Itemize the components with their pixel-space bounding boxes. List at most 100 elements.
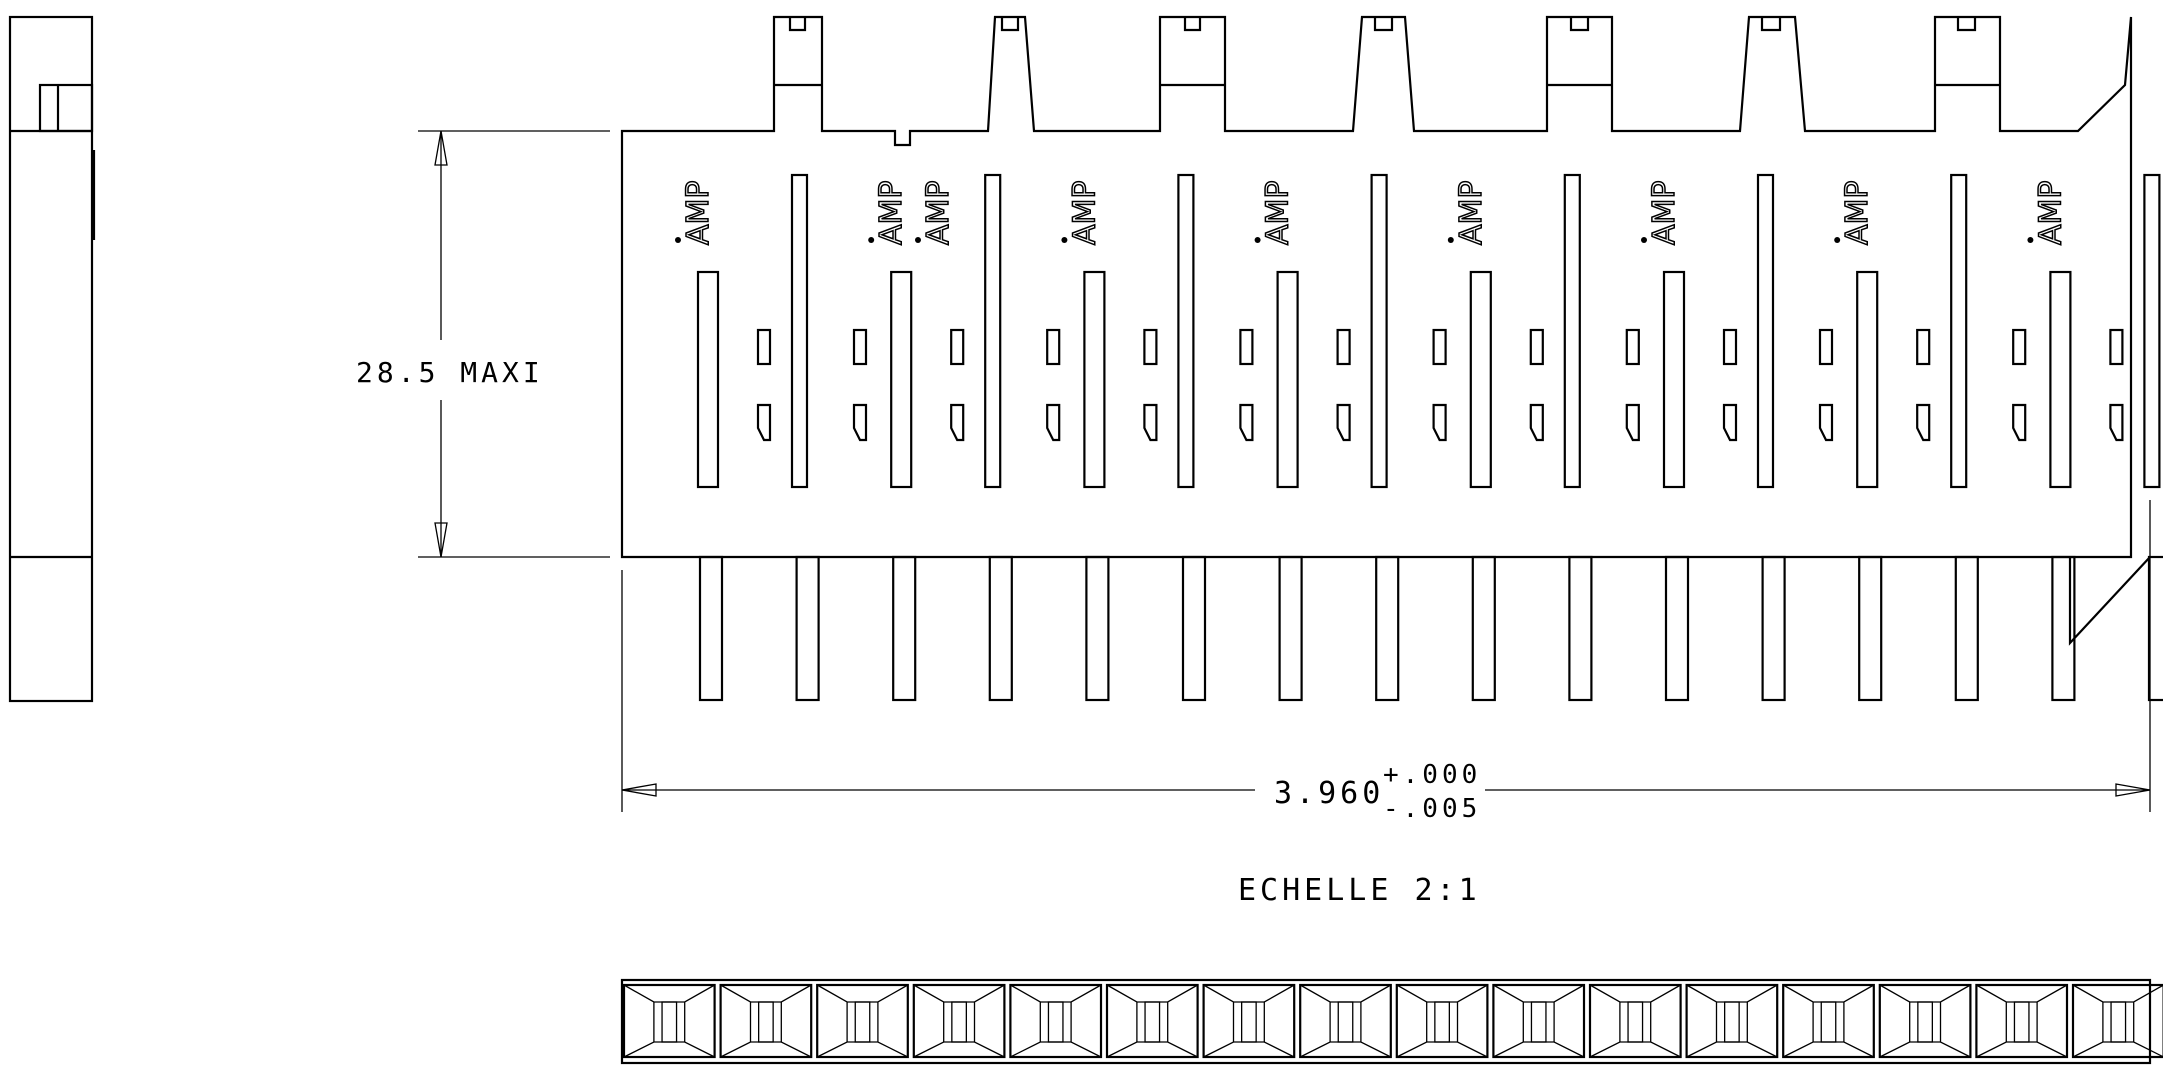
- end-view: [620, 978, 2163, 1065]
- end-cell-window: [1917, 1001, 1933, 1043]
- fin: [1085, 555, 1110, 702]
- fin-chamfer: [2068, 556, 2151, 646]
- contact-window-lower: [756, 403, 772, 442]
- end-cell-chamfer: [1686, 984, 1778, 1058]
- end-cell-chamfer: [1106, 984, 1198, 1058]
- contact-window: [1916, 328, 1931, 366]
- amp-logo: AMP: [915, 180, 957, 246]
- amp-logo-dot: [2027, 237, 2034, 243]
- contact-window: [1722, 328, 1738, 366]
- end-cell-window: [1144, 1001, 1161, 1043]
- short-slot: [1083, 270, 1106, 489]
- fin: [1278, 555, 1303, 702]
- contact-window: [852, 328, 868, 366]
- amp-logo-text: AMP: [1454, 181, 1489, 246]
- end-view-outline: [620, 978, 2152, 1065]
- end-cell: [912, 983, 1006, 1059]
- contact-window: [1046, 328, 1061, 366]
- end-cell-window: [2013, 1001, 2030, 1043]
- contact-window-lower: [1722, 403, 1738, 442]
- arrow-right-icon: [2115, 783, 2151, 797]
- short-slot: [1469, 270, 1492, 489]
- fin: [1858, 555, 1883, 702]
- end-cell: [1782, 983, 1875, 1059]
- arrow-up-icon: [434, 130, 448, 166]
- contact-window-lower: [1336, 403, 1351, 442]
- contact-window-lower: [1239, 403, 1254, 442]
- front-view-slots: [696, 173, 2161, 489]
- end-cell: [1685, 983, 1779, 1059]
- contact-window-lower: [2012, 403, 2027, 442]
- amp-logo-text: AMP: [874, 181, 909, 246]
- front-view: AMP AMP AMP AMP AMP AMP AMP AMP AMP: [620, 15, 2163, 702]
- amp-logo-dot: [1641, 237, 1647, 243]
- side-view-latch: [38, 83, 94, 133]
- contact-window-lower: [1143, 403, 1158, 442]
- end-cell-chamfer: [623, 984, 715, 1058]
- amp-logo: AMP: [1254, 180, 1296, 246]
- front-view-body-outline: [620, 15, 2133, 559]
- fin: [2051, 555, 2076, 702]
- fin: [892, 555, 917, 702]
- end-view-cells: [622, 983, 2163, 1059]
- end-cell-window: [1434, 1001, 1450, 1043]
- tab-notch: [1000, 17, 1020, 32]
- end-cell: [2071, 983, 2163, 1059]
- tab-notch: [788, 17, 807, 32]
- contact-window: [1143, 328, 1158, 366]
- tab-notch: [1956, 17, 1977, 32]
- end-cell-chamfer: [1396, 984, 1488, 1058]
- amp-logo-text: AMP: [1840, 181, 1875, 246]
- end-cell-window: [758, 1001, 774, 1043]
- end-cell-window: [854, 1001, 871, 1043]
- amp-logo-text: AMP: [921, 181, 956, 246]
- amp-logo: AMP: [2027, 180, 2069, 246]
- long-slot: [984, 173, 1002, 489]
- scale-label: ECHELLE 2:1: [1238, 873, 1481, 908]
- tab-notch: [1183, 17, 1202, 32]
- end-cell-window: [661, 1001, 678, 1043]
- contact-window-lower: [950, 403, 965, 442]
- amp-logo-dot: [1061, 237, 1068, 243]
- end-cell-chamfer: [1589, 984, 1681, 1058]
- end-cell: [816, 983, 909, 1059]
- end-cell: [1588, 983, 1682, 1059]
- end-cell-window: [1337, 1001, 1354, 1043]
- front-view-contact-windows: [756, 328, 2124, 442]
- end-cell-window: [2110, 1001, 2127, 1043]
- fin: [1761, 555, 1786, 702]
- fin: [1568, 555, 1593, 702]
- fin: [1375, 555, 1400, 702]
- amp-logo: AMP: [868, 180, 910, 246]
- end-cell-window: [951, 1001, 967, 1043]
- end-cell-chamfer: [1010, 984, 1102, 1058]
- end-cell-window: [1047, 1001, 1064, 1043]
- contact-window-lower: [1529, 403, 1544, 442]
- contact-window: [756, 328, 772, 366]
- amp-logo-dot: [1447, 237, 1454, 243]
- end-cell-window: [1627, 1001, 1644, 1043]
- amp-logo: AMP: [1447, 180, 1490, 246]
- contact-window-lower: [1916, 403, 1931, 442]
- end-cell-window: [1530, 1001, 1547, 1043]
- contact-window-lower: [1432, 403, 1447, 442]
- contact-window-lower: [852, 403, 868, 442]
- contact-window-lower: [1625, 403, 1640, 442]
- end-cell-chamfer: [1879, 984, 1971, 1058]
- amp-logo-text: AMP: [681, 181, 716, 246]
- end-cell: [1878, 983, 1972, 1059]
- amp-logo: AMP: [1061, 180, 1103, 246]
- end-cell-chamfer: [1299, 984, 1392, 1058]
- contact-window: [1336, 328, 1351, 366]
- long-slot: [1756, 173, 1775, 489]
- end-cell: [1975, 983, 2069, 1059]
- contact-window: [1239, 328, 1254, 366]
- amp-logo-text: AMP: [1647, 181, 1682, 246]
- end-cell-chamfer: [720, 984, 812, 1058]
- arrow-down-icon: [434, 522, 448, 558]
- contact-window: [1529, 328, 1544, 366]
- amp-logo-dot: [915, 237, 921, 243]
- end-cell: [622, 983, 716, 1059]
- end-cell-window: [1724, 1001, 1740, 1043]
- fin: [1954, 555, 1979, 702]
